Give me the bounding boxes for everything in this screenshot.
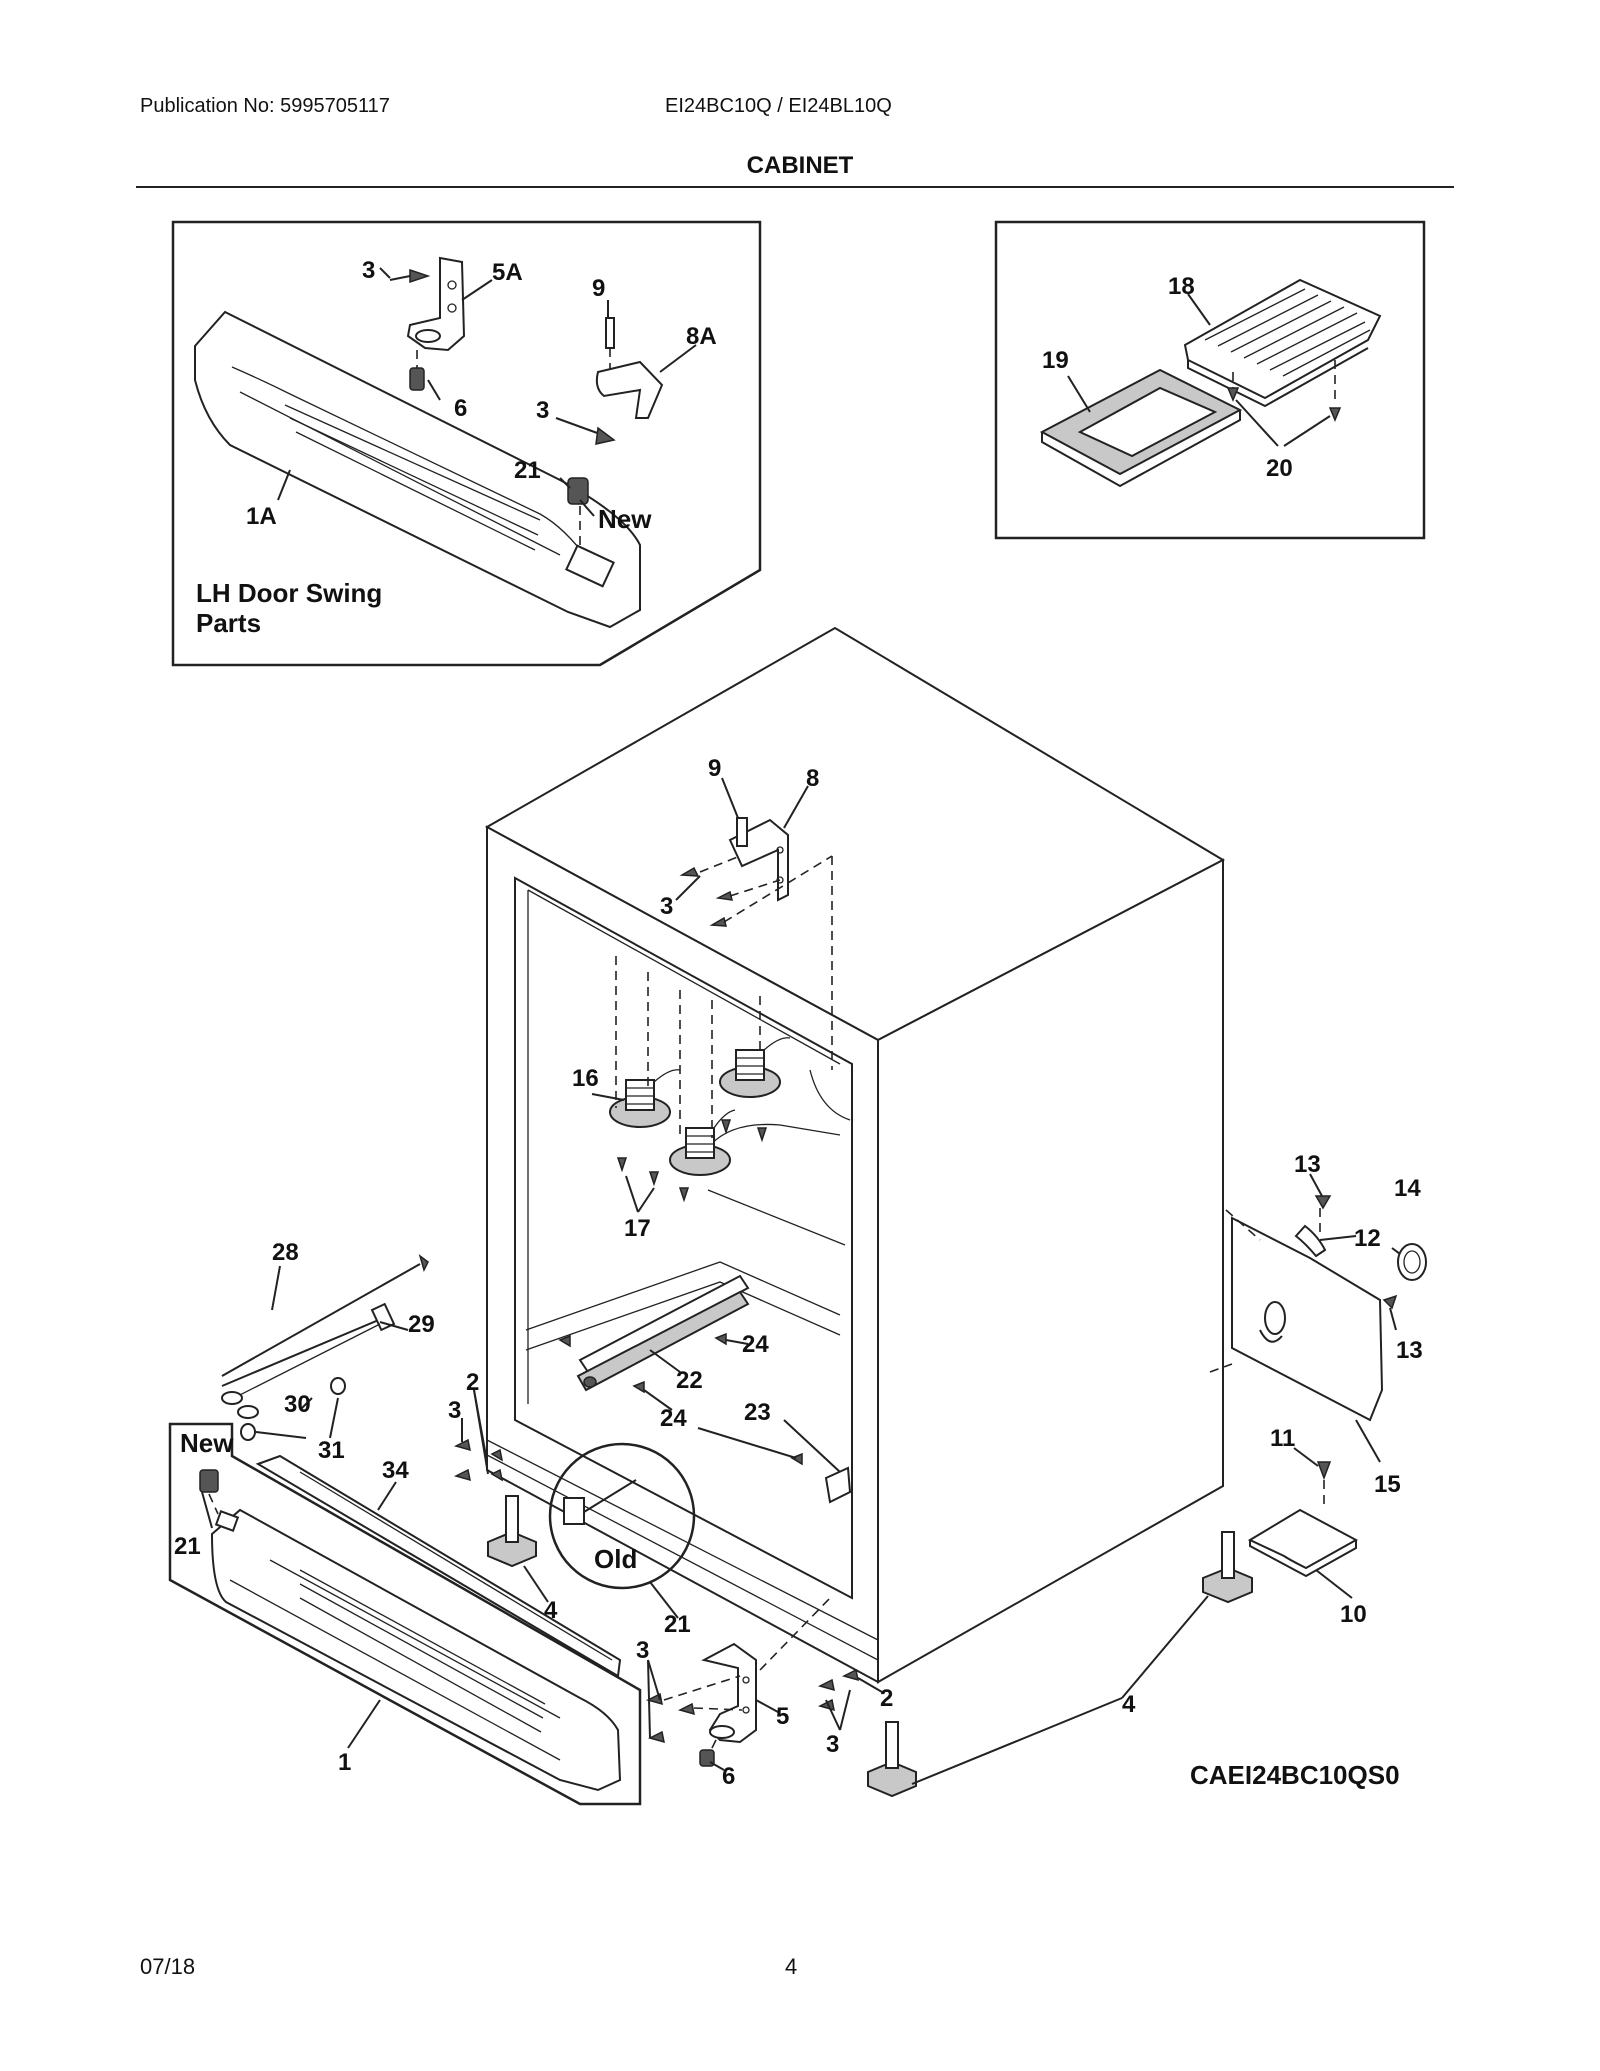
callout-5: 5: [776, 1703, 789, 1730]
callout-24: 24: [742, 1331, 769, 1358]
callout-15: 15: [1374, 1471, 1401, 1498]
new-label: New: [180, 1428, 234, 1458]
callout-8a: 8A: [686, 323, 717, 350]
grille-filter-inset: [994, 220, 1426, 540]
callout-19: 19: [1042, 347, 1069, 374]
diagram-code: CAEI24BC10QS0: [1190, 1760, 1400, 1790]
callout-28: 28: [272, 1239, 299, 1266]
callout-10: 10: [1340, 1601, 1367, 1628]
callout-6: 6: [454, 395, 467, 422]
callout-2: 2: [466, 1369, 479, 1396]
callout-20: 20: [1266, 455, 1293, 482]
callout-22: 22: [676, 1367, 703, 1394]
callout-3: 3: [448, 1397, 461, 1424]
callout-21: 21: [174, 1533, 201, 1560]
callout-16: 16: [572, 1065, 599, 1092]
left-hinge-screws: [453, 1389, 504, 1482]
callout-21: 21: [514, 457, 541, 484]
leveling-legs: [487, 1495, 1253, 1798]
inset-caption-line1: LH Door Swing: [196, 578, 382, 608]
callout-3: 3: [660, 893, 673, 920]
footer-date: 07/18: [140, 1954, 196, 1979]
callout-29: 29: [408, 1311, 435, 1338]
light-sockets: [591, 956, 791, 1213]
drawer-slides: [558, 1274, 852, 1504]
base-plate: [1247, 1447, 1359, 1599]
bottom-hinge: [645, 1595, 883, 1771]
callout-9: 9: [708, 755, 721, 782]
front-kickplate: [168, 1422, 642, 1806]
callout-5a: 5A: [492, 259, 523, 286]
callout-17: 17: [624, 1215, 651, 1242]
lh-door-swing-inset: [171, 220, 762, 667]
callout-9: 9: [592, 275, 605, 302]
callout-23: 23: [744, 1399, 771, 1426]
old-label: Old: [594, 1544, 637, 1574]
callout-13: 13: [1294, 1151, 1321, 1178]
header-divider: [136, 186, 1454, 188]
callout-3: 3: [636, 1637, 649, 1664]
callout-18: 18: [1168, 273, 1195, 300]
callout-13: 13: [1396, 1337, 1423, 1364]
rear-bracket: [1209, 1173, 1427, 1463]
inset-caption-line2: Parts: [196, 608, 261, 638]
old-switch-detail: [548, 1442, 696, 1619]
callout-1a: 1A: [246, 503, 277, 530]
callout-3: 3: [826, 1731, 839, 1758]
callout-12: 12: [1354, 1225, 1381, 1252]
callout-3: 3: [536, 397, 549, 424]
door-closer: [221, 1254, 429, 1441]
model-numbers: EI24BC10Q / EI24BL10Q: [665, 95, 892, 117]
callout-24: 24: [660, 1405, 687, 1432]
page-number: 4: [785, 1954, 798, 1979]
callout-11: 11: [1270, 1425, 1295, 1452]
new-label: New: [598, 504, 652, 534]
callout-21: 21: [664, 1611, 691, 1638]
callout-8: 8: [806, 765, 819, 792]
callout-30: 30: [284, 1391, 311, 1418]
section-title: CABINET: [746, 152, 854, 179]
publication-number: Publication No: 5995705117: [140, 95, 390, 117]
callout-31: 31: [318, 1437, 345, 1464]
callout-2: 2: [880, 1685, 893, 1712]
callout-14: 14: [1394, 1175, 1421, 1202]
callout-1: 1: [338, 1749, 351, 1776]
callout-3: 3: [362, 257, 375, 284]
top-hinge: [675, 777, 833, 1070]
callout-4: 4: [1122, 1691, 1136, 1718]
callout-6: 6: [722, 1763, 735, 1790]
callout-34: 34: [382, 1457, 409, 1484]
cabinet-body: [484, 626, 1226, 1684]
